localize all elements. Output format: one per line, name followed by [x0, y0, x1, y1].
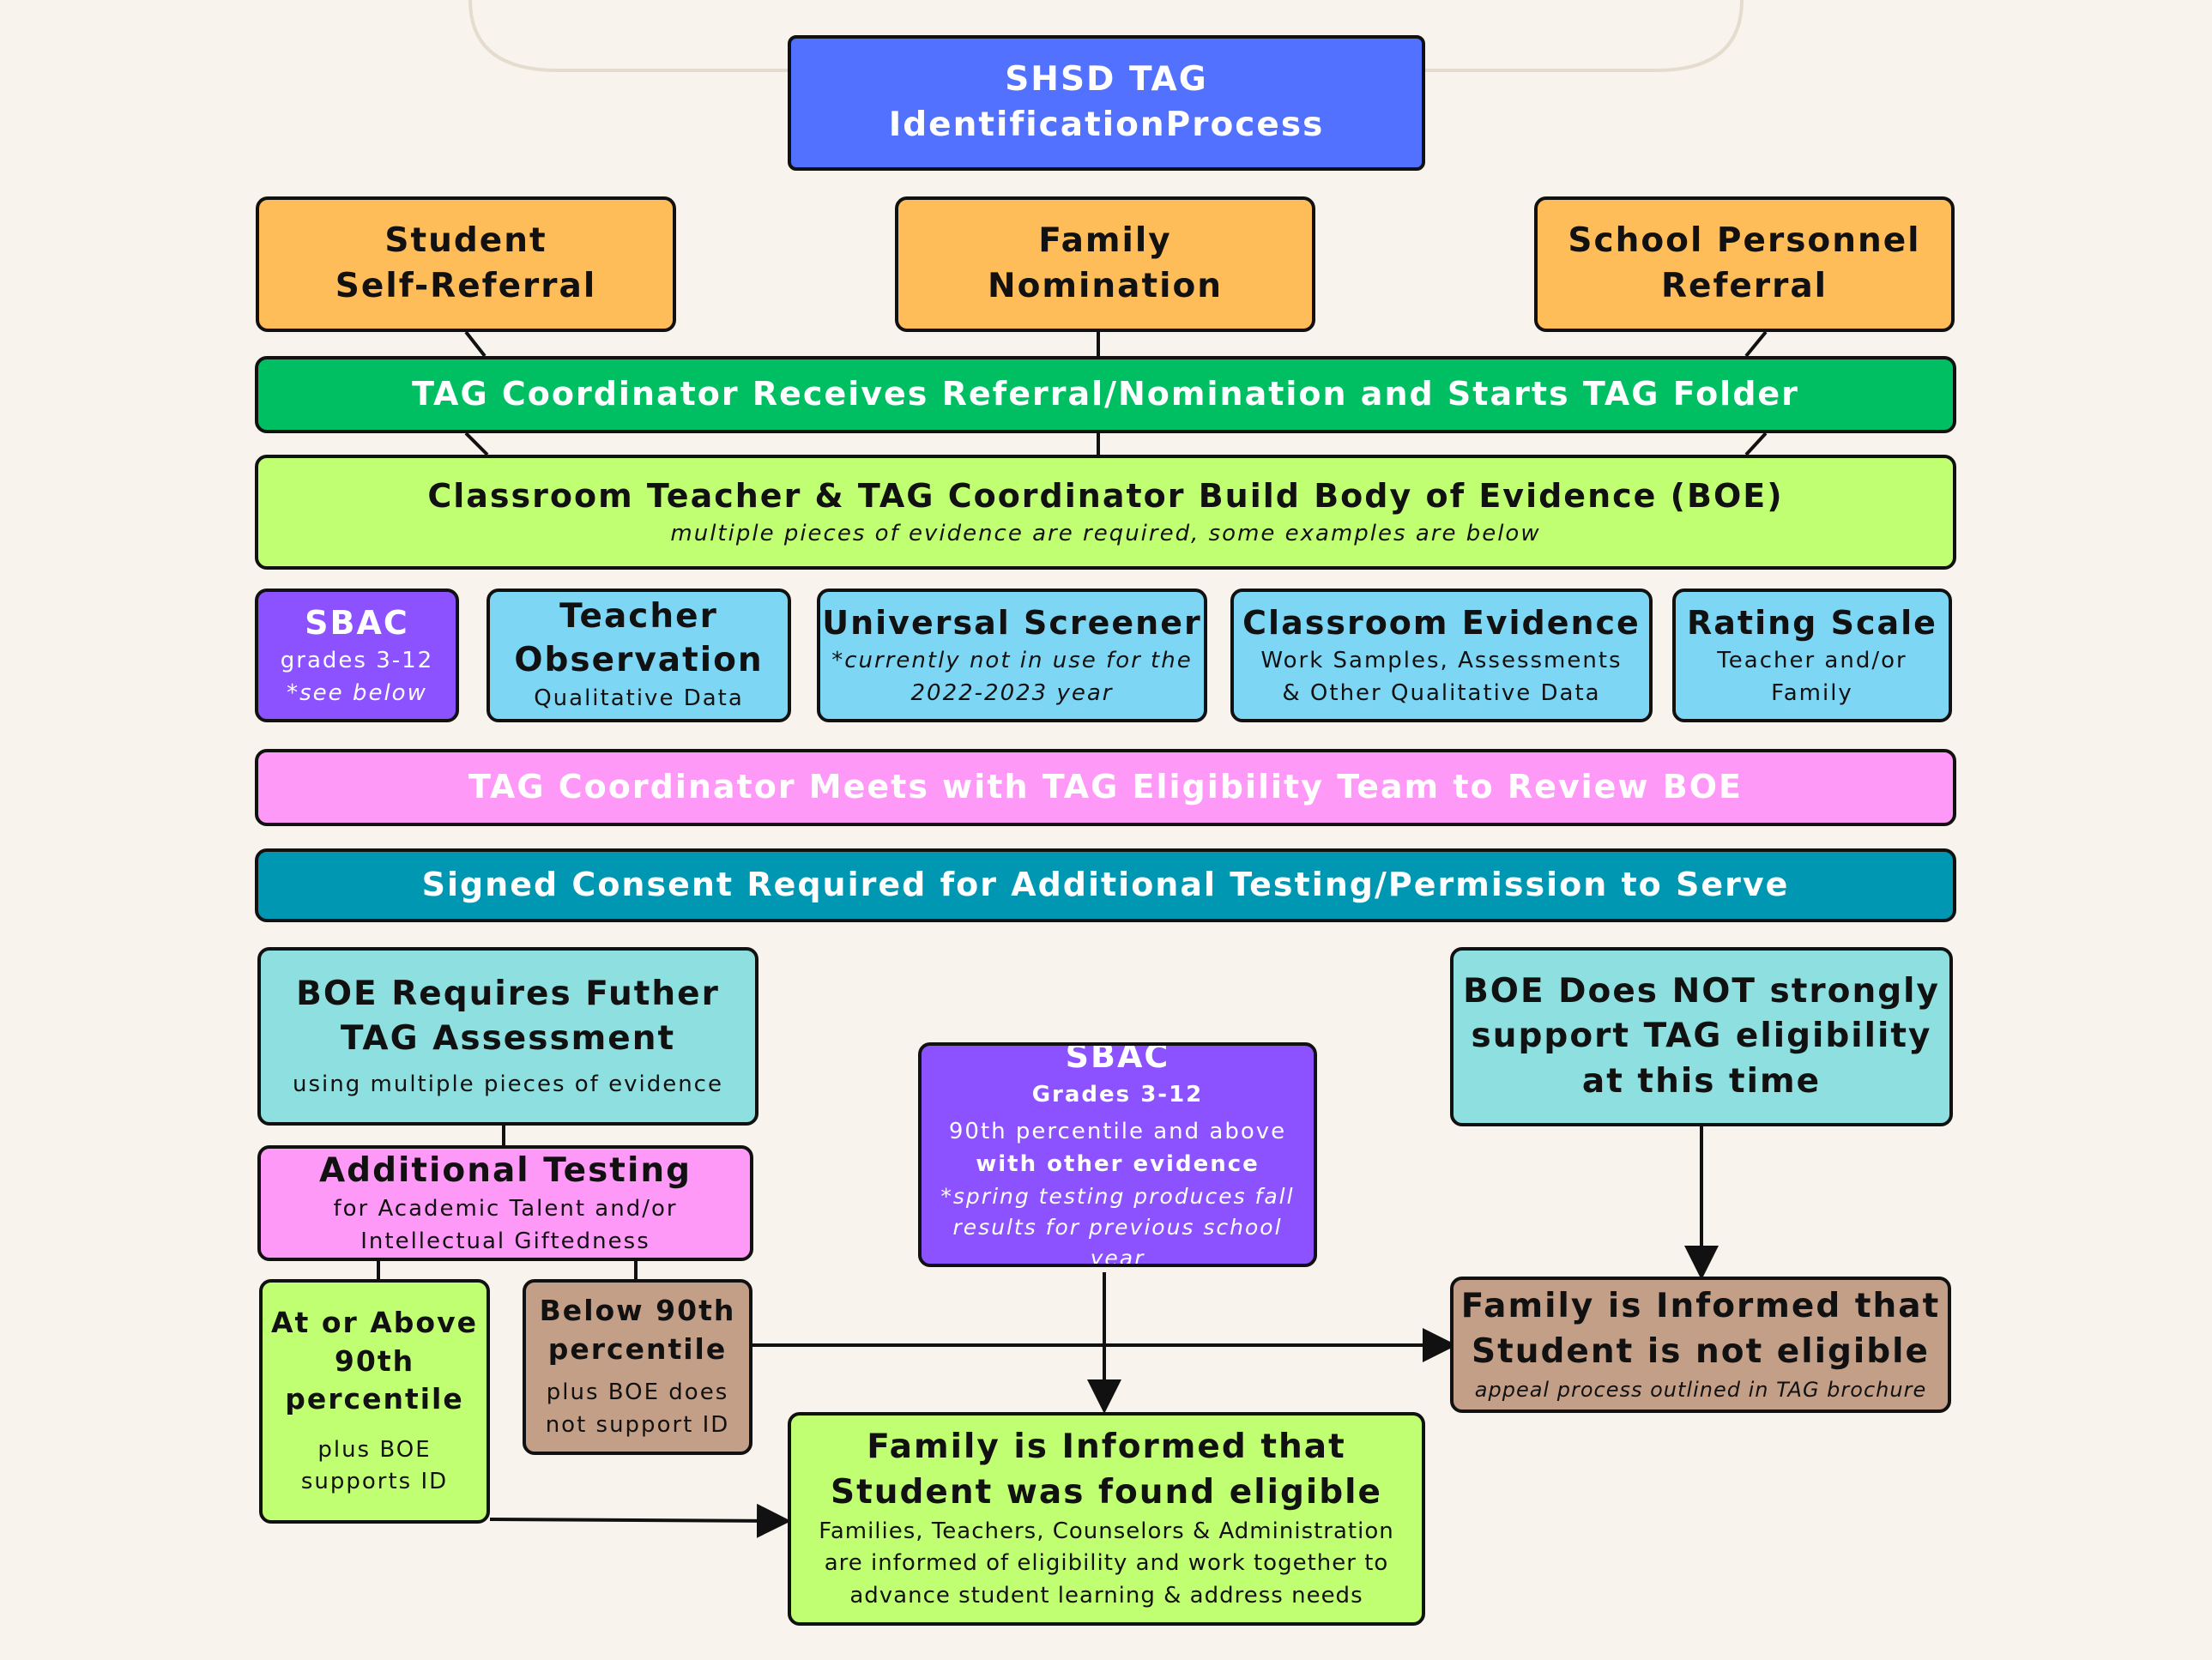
connector-right — [1744, 432, 1768, 456]
additional-testing-sub2: Intellectual Giftedness — [360, 1228, 650, 1254]
further-assessment-line2: TAG Assessment — [340, 1019, 676, 1059]
sbac-detail-note2: results for previous school year — [952, 1215, 1283, 1267]
classroom-evidence-sub1: Work Samples, Assessments — [1260, 647, 1623, 673]
at-or-above-line3: percentile — [285, 1382, 464, 1416]
below-90th-sub2: not support ID — [545, 1412, 730, 1439]
not-eligible-note: appeal process outlined in TAG brochure — [1474, 1377, 1927, 1402]
sbac-detail-line1: 90th percentile and above — [948, 1119, 1287, 1145]
title-line2: IdentificationProcess — [888, 106, 1325, 144]
at-or-above-sub1: plus BOE — [317, 1436, 432, 1463]
below-90th-box: Below 90th percentile plus BOE does not … — [523, 1279, 752, 1455]
evidence-sbac-title: SBAC — [305, 603, 409, 642]
student-referral-line2: Self-Referral — [335, 267, 597, 305]
eligible-sub1: Families, Teachers, Counselors & Adminis… — [819, 1518, 1394, 1544]
eligible-sub3: advance student learning & address needs — [849, 1582, 1363, 1609]
below-90th-sub1: plus BOE does — [546, 1379, 729, 1406]
at-or-above-line1: At or Above — [271, 1305, 478, 1339]
not-support-box: BOE Does NOT strongly support TAG eligib… — [1450, 947, 1953, 1126]
universal-screener-note1: *currently not in use for the — [831, 647, 1193, 673]
evidence-universal-screener-box: Universal Screener *currently not in use… — [817, 589, 1207, 722]
evidence-sbac-sub: grades 3-12 — [280, 647, 434, 673]
evidence-teacher-observation-box: Teacher Observation Qualitative Data — [487, 589, 791, 722]
universal-screener-note2: 2022-2023 year — [910, 679, 1114, 706]
evidence-rating-scale-box: Rating Scale Teacher and/or Family — [1672, 589, 1952, 722]
teacher-observation-sub: Qualitative Data — [534, 685, 744, 711]
not-eligible-line1: Family is Informed that — [1460, 1287, 1941, 1326]
additional-testing-title: Additional Testing — [319, 1150, 692, 1190]
rating-scale-sub2: Family — [1771, 679, 1853, 706]
further-assessment-box: BOE Requires Futher TAG Assessment using… — [257, 947, 758, 1126]
further-assessment-sub: using multiple pieces of evidence — [293, 1071, 723, 1097]
teacher-observation-line1: Teacher — [559, 597, 718, 637]
sbac-detail-box: SBAC Grades 3-12 90th percentile and abo… — [918, 1042, 1317, 1267]
additional-testing-box: Additional Testing for Academic Talent a… — [257, 1145, 753, 1261]
rating-scale-sub1: Teacher and/or — [1717, 647, 1907, 673]
additional-testing-sub1: for Academic Talent and/or — [333, 1196, 678, 1222]
team-review-text: TAG Coordinator Meets with TAG Eligibili… — [468, 768, 1743, 806]
consent-text: Signed Consent Required for Additional T… — [421, 866, 1790, 904]
evidence-classroom-box: Classroom Evidence Work Samples, Assessm… — [1230, 589, 1653, 722]
family-nomination-box: Family Nomination — [895, 196, 1315, 332]
further-assessment-line1: BOE Requires Futher — [296, 974, 720, 1013]
connector-school — [1744, 330, 1768, 358]
below-90th-line2: percentile — [547, 1331, 728, 1366]
not-eligible-line2: Student is not eligible — [1472, 1332, 1930, 1372]
at-or-above-box: At or Above 90th percentile plus BOE sup… — [259, 1279, 490, 1524]
eligible-line1: Family is Informed that — [867, 1428, 1346, 1467]
family-nomination-line2: Nomination — [987, 267, 1224, 305]
connector-student — [464, 330, 487, 358]
not-support-line2: support TAG eligibility — [1471, 1017, 1932, 1056]
not-support-line3: at this time — [1581, 1061, 1822, 1101]
sbac-detail-line2: with other evidence — [976, 1151, 1260, 1178]
eligible-box: Family is Informed that Student was foun… — [788, 1412, 1425, 1626]
not-support-line1: BOE Does NOT strongly — [1463, 971, 1940, 1011]
not-eligible-box: Family is Informed that Student is not e… — [1450, 1277, 1951, 1413]
school-referral-line2: Referral — [1660, 267, 1828, 305]
school-personnel-referral-box: School Personnel Referral — [1534, 196, 1955, 332]
eligible-sub2: are informed of eligibility and work tog… — [824, 1550, 1389, 1577]
build-boe-note: multiple pieces of evidence are required… — [670, 520, 1541, 546]
student-self-referral-box: Student Self-Referral — [256, 196, 676, 332]
rating-scale-title: Rating Scale — [1687, 603, 1937, 642]
connector-left — [464, 432, 489, 456]
school-referral-line1: School Personnel — [1568, 221, 1921, 261]
build-boe-box: Classroom Teacher & TAG Coordinator Buil… — [255, 455, 1956, 570]
family-nomination-line1: Family — [1038, 221, 1172, 261]
classroom-evidence-sub2: & Other Qualitative Data — [1282, 679, 1601, 706]
evidence-sbac-note: *see below — [287, 679, 427, 706]
title-line1: SHSD TAG — [1005, 60, 1208, 100]
team-review-box: TAG Coordinator Meets with TAG Eligibili… — [255, 749, 1956, 826]
eligible-line2: Student was found eligible — [831, 1472, 1382, 1512]
below-90th-line1: Below 90th — [539, 1294, 736, 1328]
student-referral-line1: Student — [384, 221, 547, 261]
coordinator-receives-text: TAG Coordinator Receives Referral/Nomina… — [412, 375, 1799, 413]
sbac-detail-title: SBAC — [1065, 1042, 1170, 1076]
classroom-evidence-title: Classroom Evidence — [1242, 603, 1641, 642]
evidence-sbac-box: SBAC grades 3-12 *see below — [255, 589, 459, 722]
coordinator-receives-box: TAG Coordinator Receives Referral/Nomina… — [255, 356, 1956, 433]
sbac-detail-grades: Grades 3-12 — [1031, 1081, 1204, 1108]
consent-box: Signed Consent Required for Additional T… — [255, 848, 1956, 922]
build-boe-title: Classroom Teacher & TAG Coordinator Buil… — [427, 476, 1784, 515]
universal-screener-title: Universal Screener — [822, 603, 1202, 642]
teacher-observation-line2: Observation — [514, 641, 764, 680]
at-or-above-line2: 90th — [334, 1343, 415, 1378]
sbac-detail-note1: *spring testing produces fall — [940, 1183, 1295, 1209]
at-or-above-sub2: supports ID — [300, 1469, 449, 1495]
arrow-above-eligible — [489, 1503, 791, 1538]
title-box: SHSD TAG IdentificationProcess — [788, 35, 1425, 171]
